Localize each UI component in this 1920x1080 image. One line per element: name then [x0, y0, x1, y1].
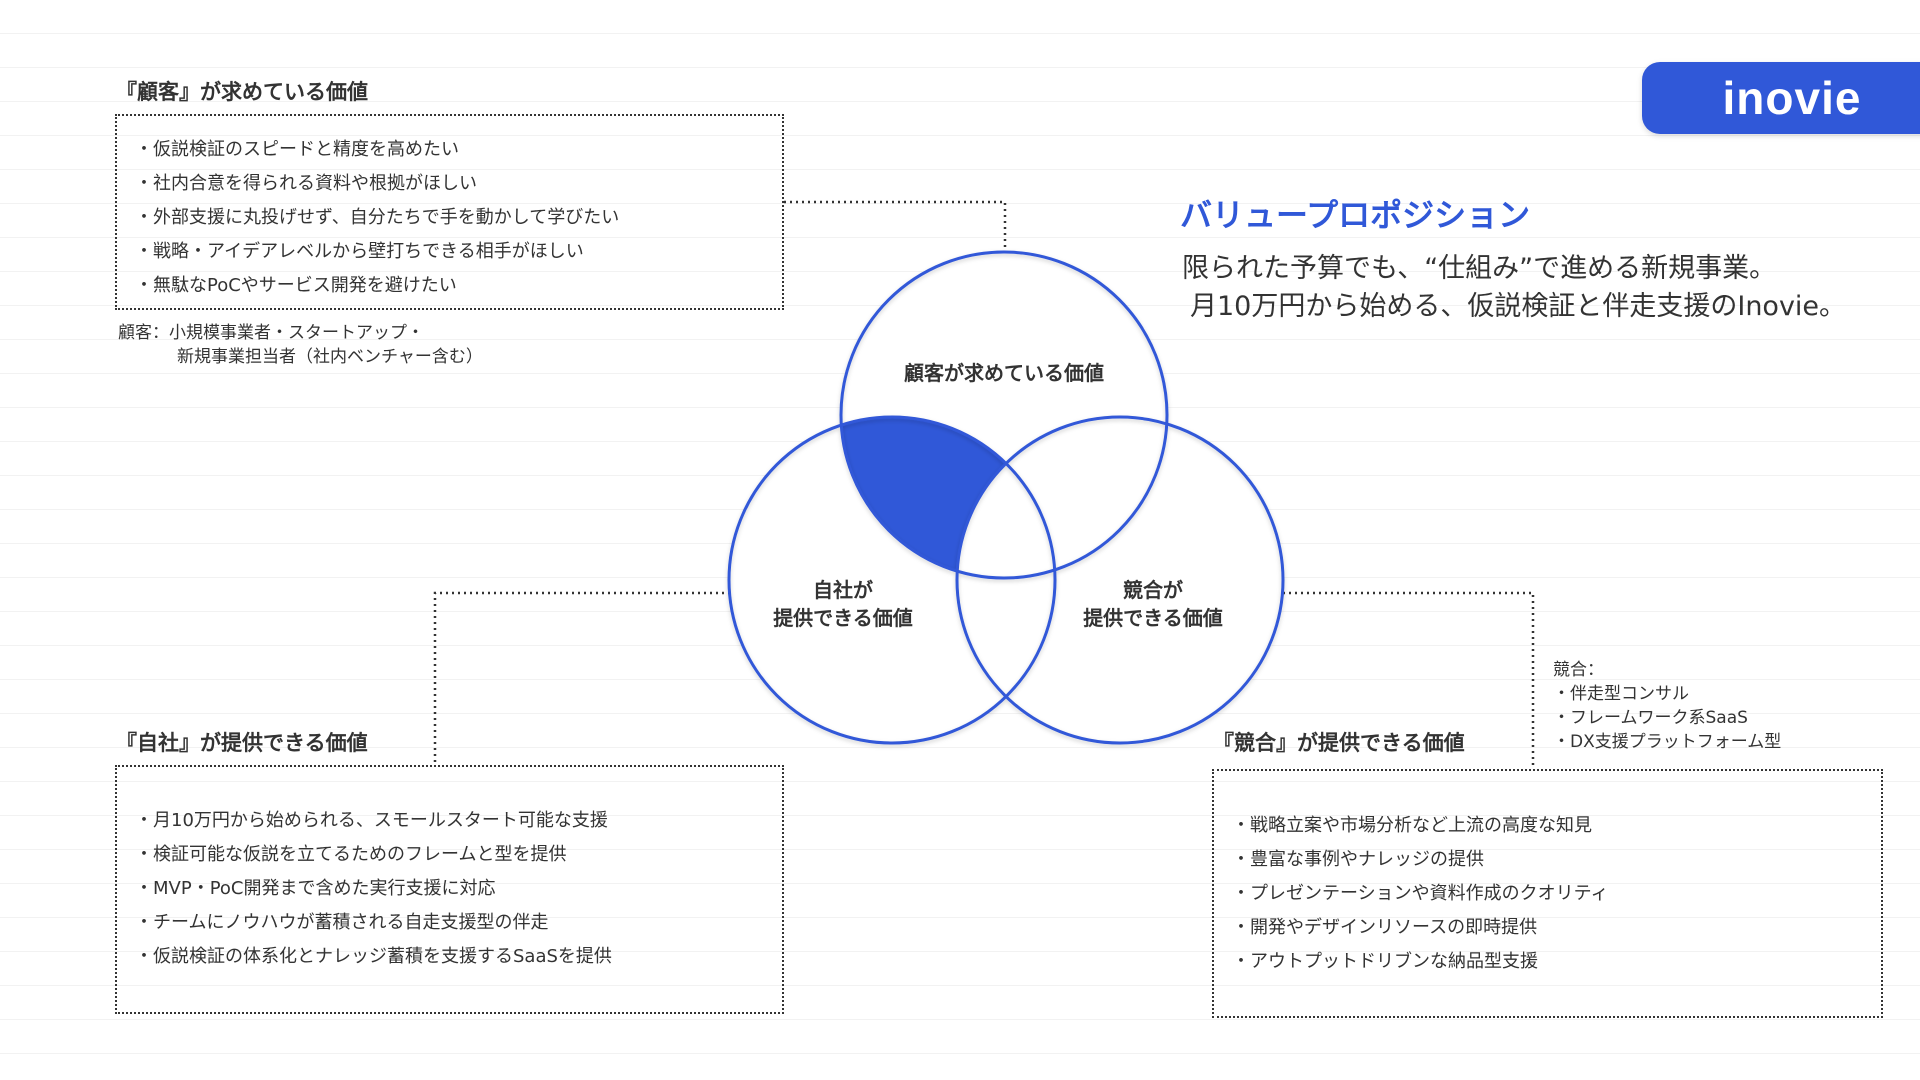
circle-customer: [839, 250, 1169, 580]
competitor-value-box: ・戦略立案や市場分析など上流の高度な知見 ・豊富な事例やナレッジの提供 ・プレゼ…: [1212, 769, 1883, 1018]
list-item: ・開発やデザインリソースの即時提供: [1232, 917, 1538, 938]
connector-company: [433, 591, 730, 762]
list-item: ・戦略立案や市場分析など上流の高度な知見: [1232, 815, 1592, 836]
value-proposition-title: バリュープロポジション: [1180, 196, 1531, 234]
competitor-note-item: ・DX支援プラットフォーム型: [1553, 732, 1782, 752]
competitor-note-item: ・伴走型コンサル: [1553, 684, 1689, 704]
list-item: ・豊富な事例やナレッジの提供: [1232, 849, 1484, 870]
list-item: ・無駄なPoCやサービス開発を避けたい: [135, 275, 457, 296]
competitor-note: 競合： ・伴走型コンサル ・フレームワーク系SaaS ・DX支援プラットフォーム…: [1553, 658, 1781, 754]
list-item: ・月10万円から始められる、スモールスタート可能な支援: [135, 810, 608, 831]
venn-label-customer: 顧客が求めている価値: [904, 361, 1104, 385]
company-value-list: ・月10万円から始められる、スモールスタート可能な支援 ・検証可能な仮説を立てる…: [135, 804, 782, 974]
list-item: ・アウトプットドリブンな納品型支援: [1232, 951, 1538, 972]
inovie-logo: inovie: [1642, 62, 1920, 134]
competitor-note-title: 競合：: [1553, 660, 1604, 680]
competitor-heading: 『競合』が提供できる価値: [1213, 731, 1465, 755]
list-item: ・仮説検証のスピードと精度を高めたい: [135, 139, 459, 160]
value-proposition-description: 限られた予算でも、“仕組み”で進める新規事業。 月10万円から始める、仮説検証と…: [1182, 250, 1846, 326]
connector-customer: [784, 200, 1007, 252]
customer-value-list: ・仮説検証のスピードと精度を高めたい ・社内合意を得られる資料や根拠がほしい ・…: [135, 133, 782, 303]
connector-competitor: [1283, 591, 1535, 768]
venn-label-company-2: 提供できる価値: [773, 606, 913, 630]
customer-note-line-1: 顧客：小規模事業者・スタートアップ・: [118, 323, 424, 343]
customer-note: 顧客：小規模事業者・スタートアップ・ 新規事業担当者（社内ベンチャー含む）: [118, 321, 483, 369]
customer-heading: 『顧客』が求めている価値: [116, 80, 368, 104]
competitor-value-list: ・戦略立案や市場分析など上流の高度な知見 ・豊富な事例やナレッジの提供 ・プレゼ…: [1232, 809, 1881, 979]
circle-company: [727, 415, 1057, 745]
list-item: ・プレゼンテーションや資料作成のクオリティ: [1232, 883, 1609, 904]
company-value-box: ・月10万円から始められる、スモールスタート可能な支援 ・検証可能な仮説を立てる…: [115, 765, 784, 1014]
highlight-overlap: [841, 417, 1055, 578]
customer-value-box: ・仮説検証のスピードと精度を高めたい ・社内合意を得られる資料や根拠がほしい ・…: [115, 114, 784, 310]
list-item: ・チームにノウハウが蓄積される自走支援型の伴走: [135, 912, 549, 933]
value-proposition-line-1: 限られた予算でも、“仕組み”で進める新規事業。: [1182, 253, 1777, 284]
list-item: ・検証可能な仮説を立てるためのフレームと型を提供: [135, 844, 567, 865]
circle-competitor: [955, 415, 1285, 745]
list-item: ・社内合意を得られる資料や根拠がほしい: [135, 173, 477, 194]
venn-label-competitor-2: 提供できる価値: [1083, 606, 1223, 630]
venn-label-competitor-1: 競合が: [1123, 578, 1183, 602]
list-item: ・仮説検証の体系化とナレッジ蓄積を支援するSaaSを提供: [135, 946, 612, 967]
list-item: ・外部支援に丸投げせず、自分たちで手を動かして学びたい: [135, 207, 620, 228]
company-heading: 『自社』が提供できる価値: [116, 731, 368, 755]
list-item: ・MVP・PoC開発まで含めた実行支援に対応: [135, 878, 496, 899]
competitor-note-item: ・フレームワーク系SaaS: [1553, 708, 1748, 728]
venn-label-company-1: 自社が: [813, 578, 873, 602]
list-item: ・戦略・アイデアレベルから壁打ちできる相手がほしい: [135, 241, 584, 262]
value-proposition-line-2: 月10万円から始める、仮説検証と伴走支援のInovie。: [1190, 291, 1847, 322]
customer-note-line-2: 新規事業担当者（社内ベンチャー含む）: [177, 347, 483, 367]
